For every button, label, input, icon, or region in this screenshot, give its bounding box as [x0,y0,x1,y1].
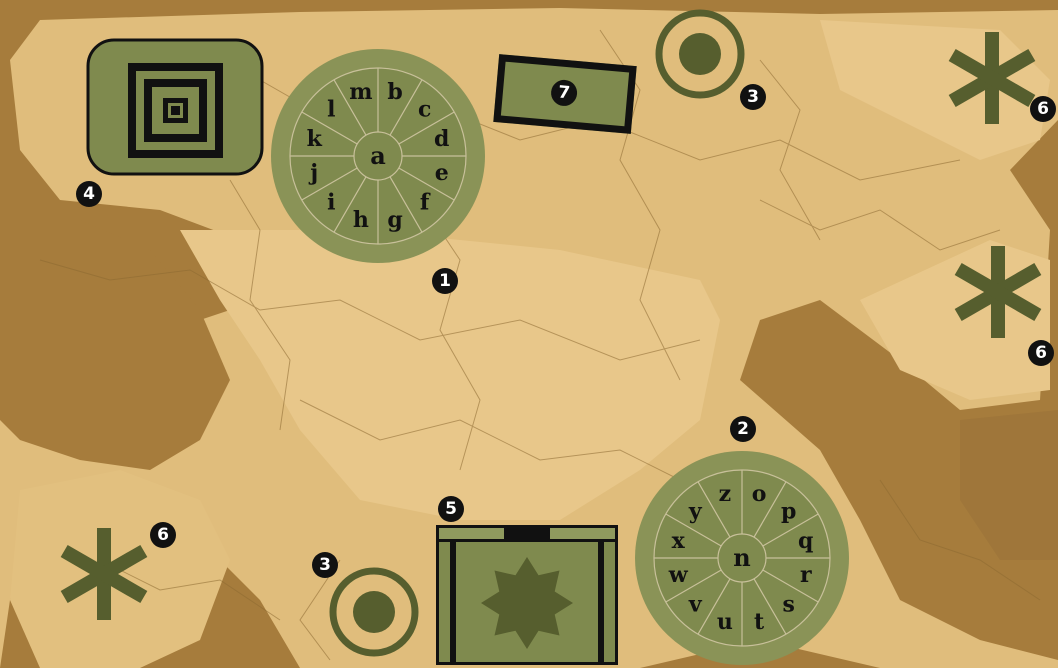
wheel-letter-u[interactable]: u [717,609,733,635]
wheel-letter-l[interactable]: l [327,96,335,122]
badge-6-bottom-left: 6 [150,522,176,548]
asterisk-icon-top-right[interactable] [944,30,1040,126]
wheel-letter-q[interactable]: q [798,528,813,554]
wheel-letter-s[interactable]: s [782,592,794,618]
wheel-letter-f[interactable]: f [420,190,431,216]
wheel-letter-i[interactable]: i [327,190,335,216]
wheel-letter-w[interactable]: w [668,562,689,588]
target-square-panel[interactable] [86,38,266,178]
wheel-letter-z[interactable]: z [719,481,732,507]
wheel-2-center-letter: n [733,543,750,572]
asterisk-icon-right[interactable] [950,244,1046,340]
wheel-letter-y[interactable]: y [688,498,703,524]
badge-2: 2 [730,416,756,442]
eight-point-star-icon [481,557,573,649]
badge-1: 1 [432,268,458,294]
badge-6-top: 6 [1030,96,1056,122]
tag-7-panel[interactable]: 7 [493,54,636,134]
badge-5: 5 [438,496,464,522]
wheel-letter-t[interactable]: t [754,609,765,635]
badge-4: 4 [76,181,102,207]
badge-3-bottom: 3 [312,552,338,578]
wheel-letter-r[interactable]: r [800,562,812,588]
asterisk-icon-bottom-left[interactable] [56,526,152,622]
wheel-letter-e[interactable]: e [435,160,449,186]
ring-button-bottom[interactable] [328,566,420,658]
wheel-1-center-letter: a [370,141,386,170]
wheel-letter-g[interactable]: g [387,207,402,233]
wheel-letter-o[interactable]: o [752,481,767,507]
wheel-letter-b[interactable]: b [387,79,402,105]
wheel-letter-x[interactable]: x [672,528,686,554]
wheel-letter-m[interactable]: m [349,79,372,105]
star-panel[interactable] [436,525,618,665]
wheel-letter-c[interactable]: c [418,96,431,122]
wheel-letter-p[interactable]: p [781,498,796,524]
wheel-letter-k[interactable]: k [307,126,323,152]
ring-button-top[interactable] [654,8,746,100]
wheel-letter-d[interactable]: d [434,126,449,152]
wheel-letter-h[interactable]: h [353,207,369,233]
badge-3-top: 3 [740,84,766,110]
badge-6-right: 6 [1028,340,1054,366]
wheel-letter-v[interactable]: v [688,592,703,618]
wheel-letter-j[interactable]: j [308,160,318,186]
